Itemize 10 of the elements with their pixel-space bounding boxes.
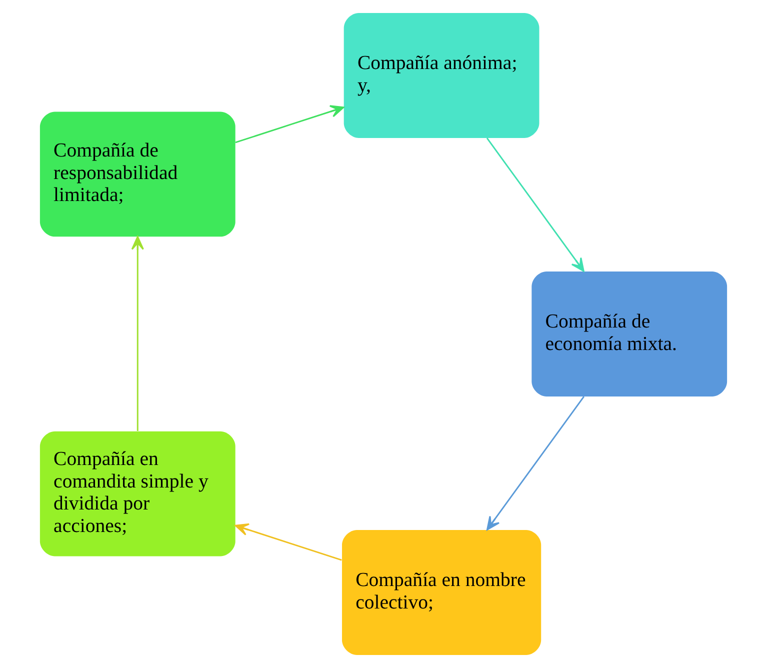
arrow: [130, 236, 144, 432]
arrow: [486, 138, 584, 272]
node-box: Compañía anónima; y,: [343, 13, 539, 138]
arrow: [234, 105, 344, 144]
arrow: [486, 396, 584, 530]
arrow: [234, 523, 342, 561]
node-box: Compañía de responsabilidad limitada;: [39, 112, 235, 237]
node-box: Compañía en nombre colectivo;: [342, 530, 541, 655]
node-box: Compañía de economía mixta.: [531, 272, 727, 396]
node-box: Compañía en comandita simple y dividida por acciones;: [39, 431, 235, 556]
